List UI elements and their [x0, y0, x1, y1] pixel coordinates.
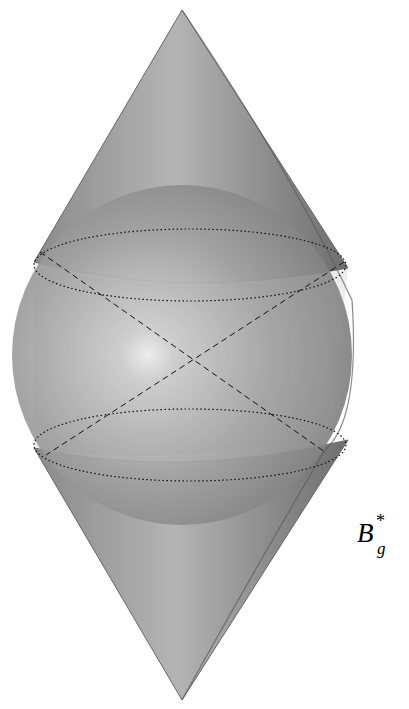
upper-circle	[34, 229, 346, 301]
label-subscript: g	[377, 540, 386, 557]
lower-circle	[34, 409, 346, 481]
cone-band	[34, 262, 348, 456]
tilted-silhouette	[182, 10, 353, 700]
diagonal-line	[40, 252, 325, 452]
label-superscript: *	[376, 512, 385, 530]
diagonal-line	[46, 262, 344, 455]
sphere	[12, 185, 352, 525]
label-letter: B	[357, 520, 374, 547]
